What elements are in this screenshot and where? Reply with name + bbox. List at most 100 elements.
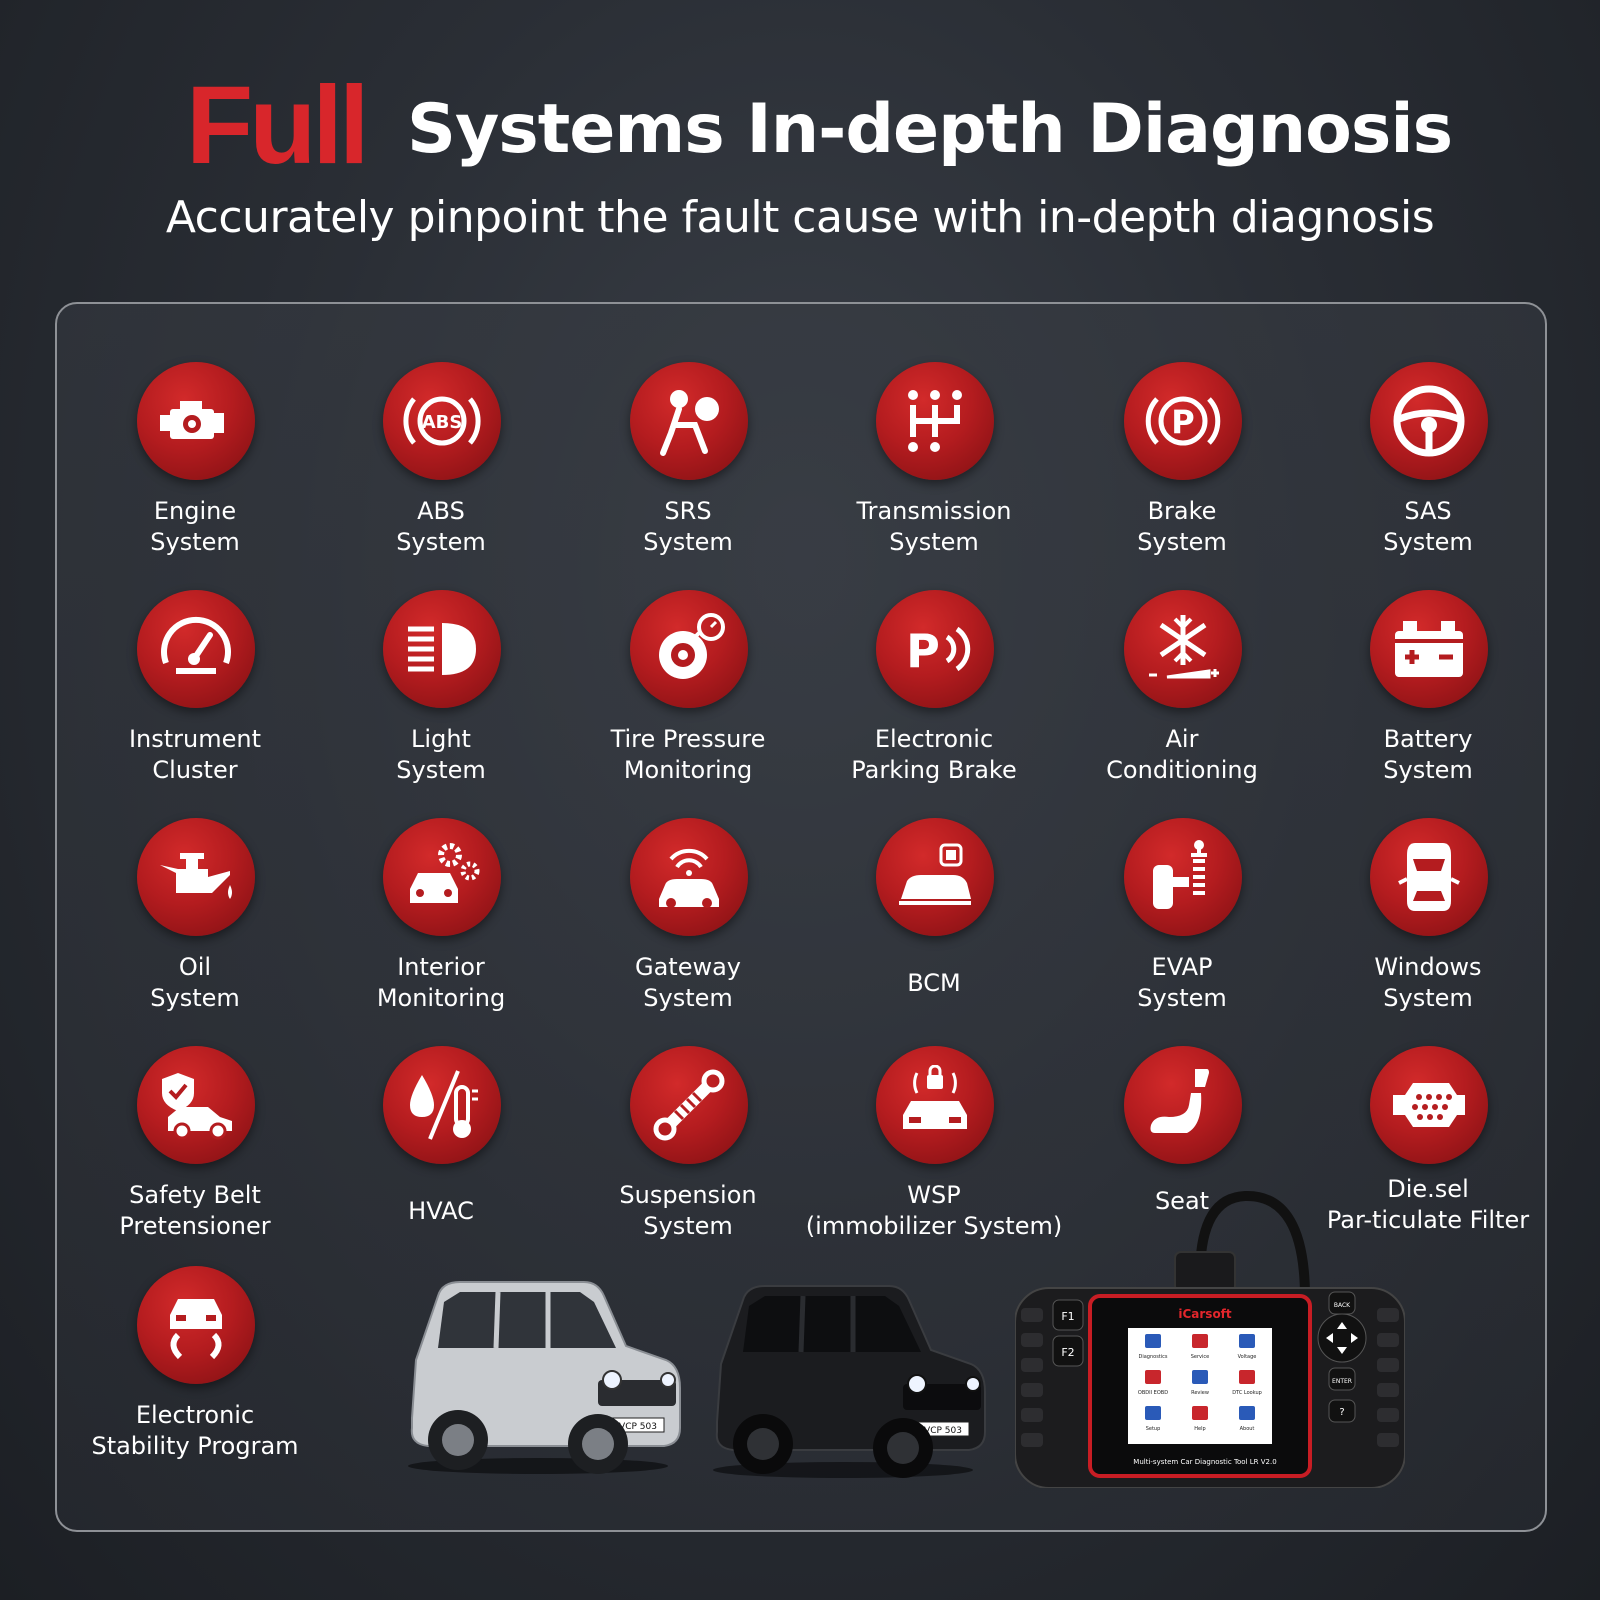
system-label: Instrument Cluster — [128, 725, 262, 784]
device-menu-icon — [1192, 1406, 1208, 1420]
device-menu-label: Service — [1191, 1354, 1209, 1360]
battery-icon — [1395, 621, 1463, 677]
system-label: SAS System — [1383, 497, 1473, 556]
system-label: Gateway System — [634, 953, 742, 1012]
system-label: HVAC — [408, 1197, 474, 1225]
system-label: Safety Belt Pretensioner — [119, 1181, 271, 1240]
system-icon-badge — [876, 362, 994, 480]
system-icon-badge: ABS — [383, 362, 501, 480]
device-menu-icon — [1145, 1370, 1161, 1384]
system-label: Air Conditioning — [1106, 725, 1258, 784]
engine-icon — [160, 401, 224, 439]
device-menu-icon — [1239, 1370, 1255, 1384]
black-suv-image: VCP 503 — [713, 1285, 986, 1478]
tire-pressure-icon — [659, 613, 725, 679]
snowflake-icon — [1149, 615, 1219, 679]
system-icon-badge — [383, 1046, 501, 1164]
page-title: Systems In-depth Diagnosis — [407, 90, 1453, 169]
system-icon-badge — [876, 818, 994, 936]
oil-can-icon — [160, 853, 232, 899]
plate-front-silver: VCP 503 — [619, 1422, 657, 1432]
electronic-parking-icon: P — [906, 624, 971, 678]
system-label: ABS System — [396, 497, 486, 556]
device-menu-icon — [1239, 1406, 1255, 1420]
system-icon-badge — [1124, 590, 1242, 708]
speedometer-icon — [161, 616, 231, 674]
device-brand: iCarsoft — [1178, 1307, 1232, 1321]
seat-icon — [1150, 1069, 1209, 1133]
system-icon-badge: P — [1124, 362, 1242, 480]
system-label: WSP (immobilizer System) — [805, 1181, 1063, 1240]
parking-brake-icon: P — [1145, 396, 1221, 446]
system-label: Seat — [1154, 1187, 1210, 1215]
subtitle: Accurately pinpoint the fault cause with… — [165, 192, 1435, 243]
system-label: Transmission System — [856, 497, 1012, 556]
abs-icon: ABS — [403, 396, 481, 446]
device-menu-label: DTC Lookup — [1232, 1390, 1262, 1396]
headlight-icon — [408, 623, 476, 675]
evap-icon — [1153, 840, 1207, 909]
device-menu-icon — [1145, 1406, 1161, 1420]
system-label: SRS System — [643, 497, 733, 556]
system-icon-badge — [137, 1046, 255, 1164]
humidity-thermometer-icon — [410, 1070, 478, 1140]
system-icon-badge — [1124, 818, 1242, 936]
system-icon-badge — [1370, 1046, 1488, 1164]
device-menu-icon — [1145, 1334, 1161, 1348]
device-menu-icon — [1239, 1334, 1255, 1348]
header: Full Systems In-depth Diagnosis — [0, 64, 1600, 187]
car-top-view-icon — [1398, 843, 1460, 911]
system-icon-badge — [630, 362, 748, 480]
enter-key: ENTER — [1332, 1378, 1352, 1385]
diagnostic-scanner-image: iCarsoft Diagnostics Service VoltageOBDII … — [1015, 1190, 1405, 1488]
svg-text:P: P — [906, 624, 940, 678]
steering-wheel-icon — [1393, 385, 1465, 457]
system-label: Tire Pressure Monitoring — [610, 725, 766, 784]
system-label: Interior Monitoring — [376, 953, 506, 1012]
title-accent: Full — [186, 64, 370, 187]
system-label: Windows System — [1374, 953, 1482, 1012]
system-label: Suspension System — [619, 1181, 757, 1240]
device-menu-icon — [1192, 1334, 1208, 1348]
device-menu-label: About — [1240, 1426, 1255, 1432]
system-icon-badge — [137, 362, 255, 480]
car-lock-icon — [903, 1065, 967, 1129]
device-menu-label: Setup — [1146, 1426, 1161, 1432]
system-icon-badge — [383, 590, 501, 708]
plate-front-black: VCP 503 — [924, 1426, 962, 1436]
system-label: Brake System — [1137, 497, 1227, 556]
silver-suv-image: VCP 503 — [408, 1281, 681, 1474]
gear-shift-icon — [908, 390, 962, 452]
safety-car-icon — [162, 1073, 232, 1140]
system-icon-badge — [137, 818, 255, 936]
device-menu-icon — [1192, 1370, 1208, 1384]
device-menu-label: Review — [1191, 1390, 1209, 1396]
system-icon-badge: P — [876, 590, 994, 708]
car-gears-icon — [410, 843, 480, 903]
device-menu-label: Help — [1194, 1426, 1205, 1432]
back-key: BACK — [1334, 1302, 1351, 1309]
airbag-icon — [660, 390, 719, 456]
system-label: Die.sel Par-ticulate Filter — [1326, 1175, 1530, 1234]
stability-car-icon — [170, 1299, 222, 1360]
device-model: Multi-system Car Diagnostic Tool LR V2.0 — [1133, 1458, 1276, 1466]
help-key: ? — [1339, 1407, 1344, 1418]
device-menu-label: OBDII EOBD — [1138, 1390, 1168, 1396]
f2-key: F2 — [1061, 1346, 1074, 1359]
system-icon-badge — [1370, 362, 1488, 480]
system-label: BCM — [907, 969, 961, 997]
system-label: Engine System — [150, 497, 240, 556]
system-icon-badge — [383, 818, 501, 936]
system-icon-badge — [137, 1266, 255, 1384]
system-icon-badge — [630, 1046, 748, 1164]
device-menu-label: Diagnostics — [1138, 1354, 1167, 1360]
system-label: Electronic Parking Brake — [851, 725, 1017, 784]
shock-absorber-icon — [653, 1069, 725, 1141]
system-label: Electronic Stability Program — [91, 1401, 299, 1460]
system-icon-badge — [1124, 1046, 1242, 1164]
device-menu-label: Voltage — [1238, 1354, 1257, 1360]
f1-key: F1 — [1061, 1310, 1074, 1323]
particulate-filter-icon — [1393, 1083, 1465, 1127]
system-label: Battery System — [1383, 725, 1473, 784]
